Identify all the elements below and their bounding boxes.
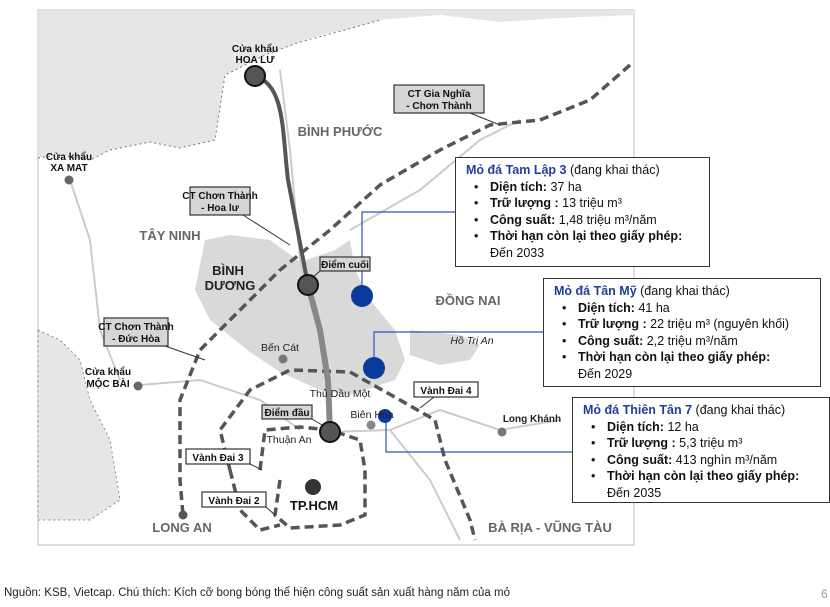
reserve-value: 13 triệu m³	[562, 196, 622, 210]
long-khanh-label: Long Khánh	[503, 414, 561, 425]
area-label: Diện tích:	[490, 179, 547, 194]
cambodia-south-region	[37, 329, 121, 521]
capacity-value: 1,48 triệu m³/năm	[558, 212, 657, 227]
ho-tri-an-label: Hồ Trị An	[450, 335, 493, 347]
ct-hoa-lu-label-2: - Hoa lư	[201, 203, 240, 214]
capacity-label: Công suất:	[607, 452, 673, 467]
capacity-value: 413 nghìn m³/năm	[675, 452, 778, 467]
thu-dau-mot-label: Thủ Dầu Một	[310, 388, 371, 400]
vanh-dai-2-label: Vành Đai 2	[208, 496, 260, 507]
reserve-value: 5,3 triệu m³	[679, 436, 743, 450]
mine-name: Mỏ đá Tam Lập 3	[466, 163, 567, 177]
bien-hoa-marker	[366, 420, 376, 430]
ben-cat-label: Bến Cát	[261, 342, 299, 354]
mine-status: (đang khai thác)	[569, 163, 660, 177]
ba-ria-vung-tau-label: BÀ RỊA - VŨNG TÀU	[488, 520, 612, 535]
license-label: Thời hạn còn lại theo giấy phép:	[607, 469, 800, 483]
mine-info-thien-tan-7: Mỏ đá Thiên Tân 7 (đang khai thác) Diện …	[572, 397, 830, 503]
area-value: 12 ha	[667, 419, 699, 434]
xa-mat-gate-label: Cửa khẩu	[46, 151, 92, 163]
moc-bai-marker	[133, 381, 143, 391]
capacity-label: Công suất:	[578, 333, 644, 348]
diem-cuoi-marker	[297, 274, 319, 296]
mine-info-tam-lap-3: Mỏ đá Tam Lập 3 (đang khai thác) Diện tí…	[455, 157, 710, 267]
cambodia-region	[38, 10, 634, 160]
xa-mat-marker	[64, 175, 74, 185]
binh-duong-region	[195, 235, 405, 395]
license-value: Đến 2029	[578, 366, 633, 381]
reserve-value: 22 triệu m³ (nguyên khối)	[650, 317, 790, 331]
ct-gia-nghia-label: CT Gia Nghĩa	[408, 89, 471, 100]
tphcm-label: TP.HCM	[290, 498, 338, 513]
moc-bai-gate-label: Cửa khẩu	[85, 366, 131, 378]
hoa-lu-gate-label: Cửa khẩu	[232, 43, 278, 55]
area-value: 41 ha	[638, 300, 670, 315]
long-an-marker	[178, 510, 188, 520]
mine-bubble-thien-tan-7[interactable]	[378, 409, 392, 423]
xa-mat-gate-name: XA MAT	[50, 163, 87, 174]
ben-cat-marker	[278, 354, 288, 364]
mine-status: (đang khai thác)	[640, 284, 730, 298]
license-label: Thời hạn còn lại theo giấy phép:	[578, 350, 771, 364]
license-value: Đến 2035	[607, 485, 662, 500]
diem-dau-marker	[319, 421, 341, 443]
bien-hoa-label: Biên Hòa	[350, 409, 393, 421]
hoa-lu-gate-marker	[244, 65, 266, 87]
planned-expressways	[178, 63, 632, 541]
ct-gia-nghia-label-2: - Chơn Thành	[406, 101, 471, 112]
capacity-value: 2,2 triệu m³/năm	[646, 333, 738, 348]
reserve-label: Trữ lượng :	[578, 317, 647, 331]
hoa-lu-gate-name: HOA LƯ	[235, 55, 275, 66]
route-label-boxes	[103, 84, 485, 420]
long-an-label: LONG AN	[152, 520, 211, 535]
source-note: Nguồn: KSB, Vietcap. Chú thích: Kích cỡ …	[4, 587, 510, 599]
mine-info-tan-my: Mỏ đá Tân Mỹ (đang khai thác) Diện tích:…	[543, 278, 821, 387]
area-label: Diện tích:	[607, 419, 664, 434]
license-value: Đến 2033	[490, 245, 545, 260]
area-label: Diện tích:	[578, 300, 635, 315]
mine-bubble-tam-lap-3[interactable]	[351, 285, 373, 307]
ct-duc-hoa-label: CT Chơn Thành	[98, 322, 173, 333]
mine-bubble-tan-my[interactable]	[363, 357, 385, 379]
vanh-dai-4-label: Vành Đai 4	[420, 386, 472, 397]
mine-status: (đang khai thác)	[695, 403, 786, 417]
capacity-label: Công suất:	[490, 212, 556, 227]
license-label: Thời hạn còn lại theo giấy phép:	[490, 229, 683, 243]
mine-name: Mỏ đá Tân Mỹ	[554, 284, 637, 298]
mine-name: Mỏ đá Thiên Tân 7	[583, 403, 693, 417]
diem-dau-label: Điểm đầu	[264, 407, 309, 419]
binh-duong-label: BÌNH	[212, 263, 244, 278]
long-khanh-marker	[497, 427, 507, 437]
dong-nai-label: ĐỒNG NAI	[436, 293, 501, 308]
ct-hoa-lu-label: CT Chơn Thành	[182, 191, 257, 202]
reserve-label: Trữ lượng :	[607, 436, 676, 450]
ct-duc-hoa-label-2: - Đức Hòa	[112, 334, 160, 345]
binh-phuoc-label: BÌNH PHƯỚC	[298, 124, 383, 139]
route-segment	[305, 284, 333, 433]
binh-duong-label-2: DƯƠNG	[205, 278, 256, 293]
reserve-label: Trữ lượng :	[490, 196, 559, 210]
tri-an-lake	[410, 330, 480, 365]
page-number: 6	[821, 587, 828, 601]
diem-cuoi-label: Điểm cuối	[321, 259, 369, 271]
tay-ninh-label: TÂY NINH	[139, 228, 200, 243]
moc-bai-gate-name: MỘC BÀI	[86, 377, 130, 390]
area-value: 37 ha	[550, 179, 582, 194]
tphcm-marker	[305, 479, 321, 495]
thuan-an-label: Thuận An	[267, 434, 312, 446]
vanh-dai-3-label: Vành Đai 3	[192, 453, 244, 464]
